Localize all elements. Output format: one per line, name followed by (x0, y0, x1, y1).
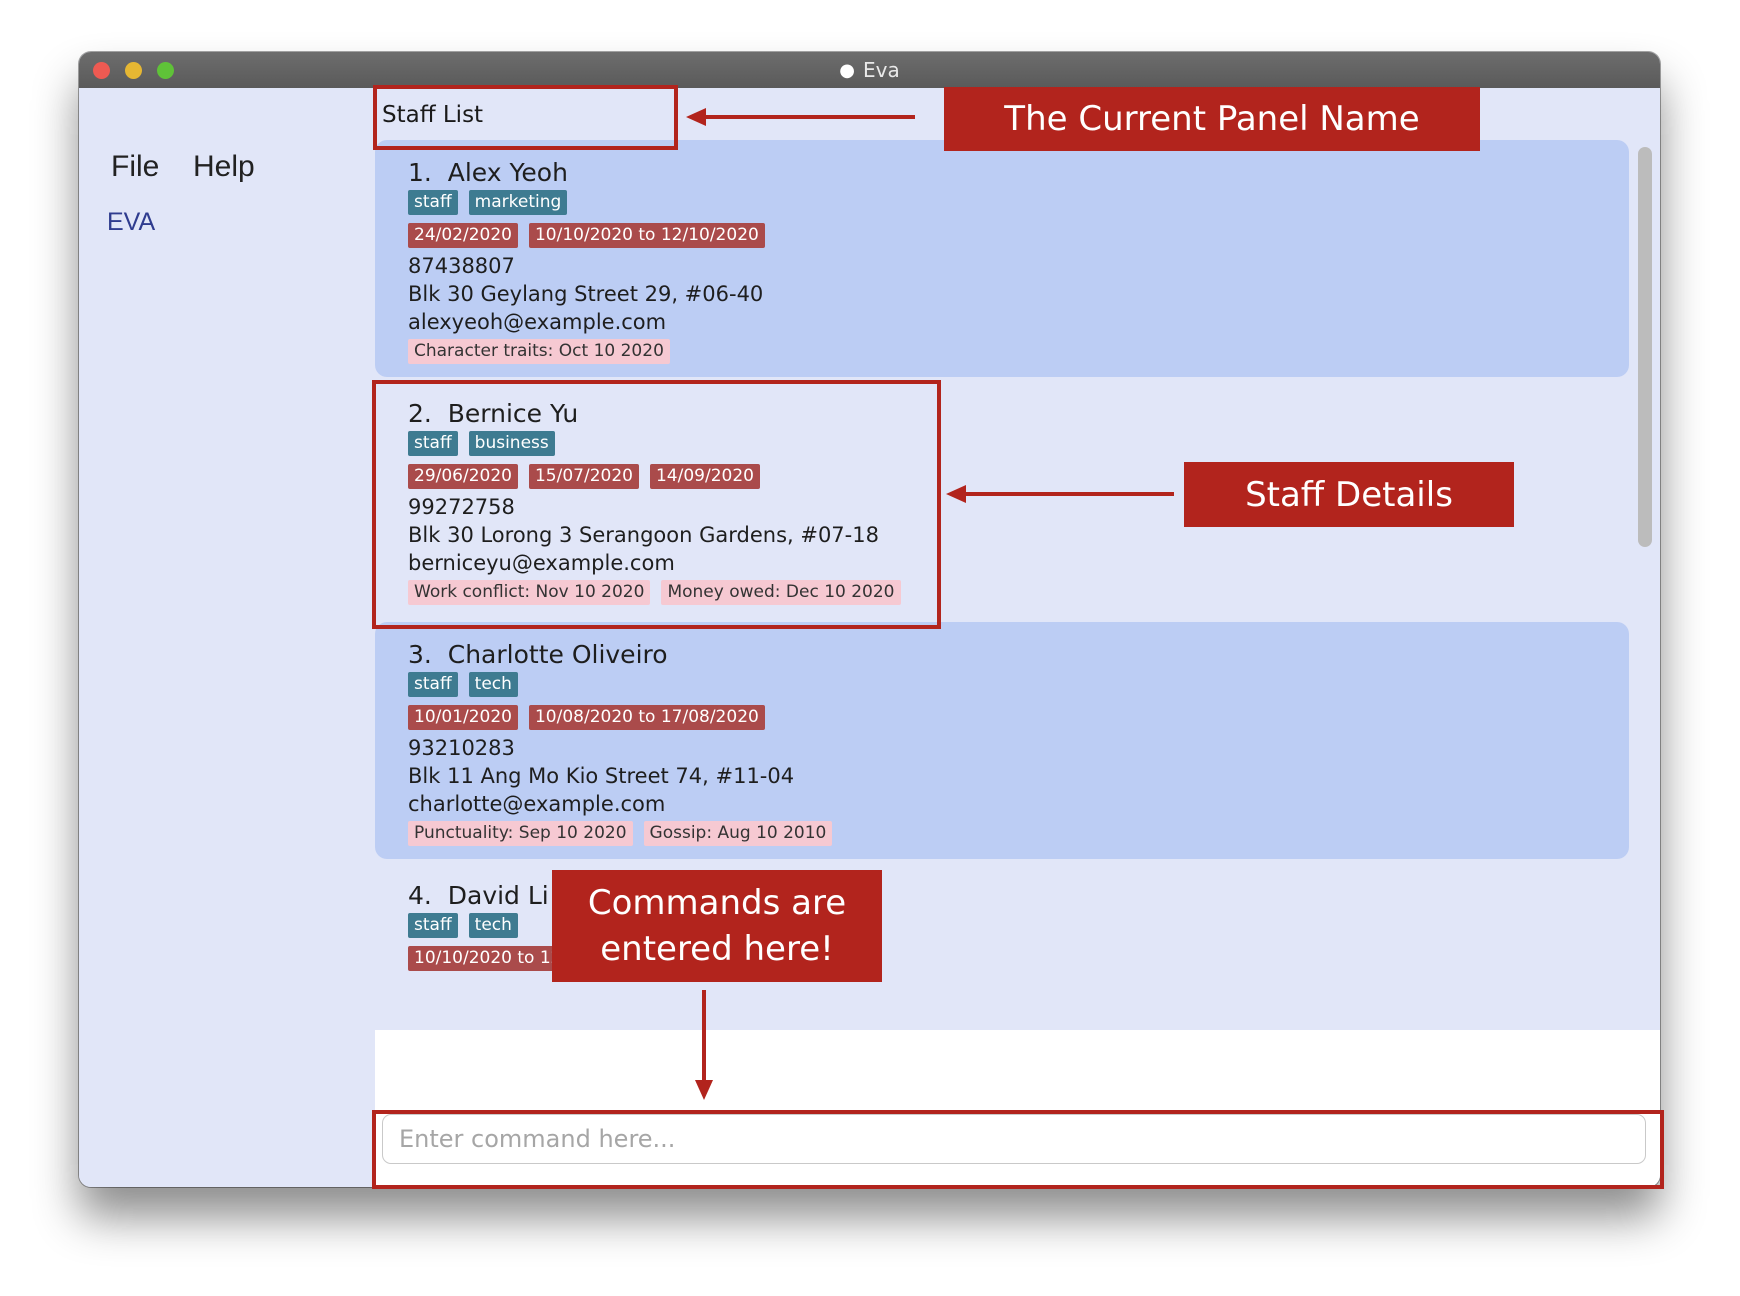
panel-title: Staff List (382, 102, 484, 128)
command-box-highlight (372, 1110, 1664, 1189)
window-title: Eva (862, 58, 900, 82)
staff-tag-row: staff tech (408, 913, 518, 938)
leave-date: 29/06/2020 (408, 464, 518, 489)
commands-callout-line-1: Commands are (587, 883, 847, 923)
sidebar-item-eva[interactable]: EVA (107, 208, 156, 236)
panel-name-callout-text: The Current Panel Name (1004, 99, 1420, 139)
leave-date: 15/07/2020 (528, 464, 639, 489)
staff-tag: tech (468, 672, 518, 697)
staff-card[interactable]: 3. Charlotte Oliveiro staff tech 10/01/2020… (375, 622, 1629, 859)
penguin-icon: ● (839, 59, 855, 81)
staff-tag: staff (408, 913, 458, 938)
leave-date: 10/10/2020 to 12 (408, 946, 568, 971)
staff-comment: Character traits: Oct 10 2020 (408, 339, 670, 364)
staff-name: 4. David Li (408, 881, 549, 910)
staff-tag: marketing (468, 190, 568, 215)
leave-date-row: 24/02/2020 10/10/2020 to 12/10/2020 (408, 223, 765, 248)
staff-email: alexyeoh@example.com (408, 310, 667, 334)
close-window-button[interactable] (93, 62, 110, 79)
list-scrollbar[interactable] (1638, 147, 1652, 547)
staff-phone: 93210283 (408, 736, 515, 760)
staff-tag-row: staff business (408, 431, 555, 456)
staff-comment-row: Punctuality: Sep 10 2020 Gossip: Aug 10 2… (408, 821, 833, 846)
staff-tag-row: staff tech (408, 672, 518, 697)
staff-name: 2. Bernice Yu (408, 399, 579, 428)
panel-name-highlight (373, 85, 678, 150)
staff-comment: Work conflict: Nov 10 2020 (408, 580, 651, 605)
commands-callout-line-2: entered here! (600, 929, 834, 969)
panel-name-callout: The Current Panel Name (944, 87, 1480, 151)
leave-date: 10/01/2020 (408, 705, 518, 730)
leave-date: 24/02/2020 (408, 223, 518, 248)
staff-tag: tech (468, 913, 518, 938)
staff-email: charlotte@example.com (408, 792, 666, 816)
leave-date-row: 10/01/2020 10/08/2020 to 17/08/2020 (408, 705, 765, 730)
minimize-window-button[interactable] (125, 62, 142, 79)
staff-comment-row: Character traits: Oct 10 2020 (408, 339, 670, 364)
staff-tag: staff (408, 672, 458, 697)
title-bar[interactable]: ● Eva (79, 52, 1660, 88)
panel-header (379, 88, 679, 148)
staff-comment-row: Work conflict: Nov 10 2020 Money owed: De… (408, 580, 901, 605)
staff-name: 1. Alex Yeoh (408, 158, 568, 187)
staff-name: 3. Charlotte Oliveiro (408, 640, 668, 669)
staff-card[interactable]: 1. Alex Yeoh staff marketing 24/02/2020 10/1… (375, 140, 1629, 377)
staff-comment: Money owed: Dec 10 2020 (661, 580, 901, 605)
leave-date: 10/08/2020 to 17/08/2020 (528, 705, 765, 730)
staff-details-callout: Staff Details (1184, 462, 1514, 527)
staff-tag: business (468, 431, 555, 456)
staff-phone: 99272758 (408, 495, 515, 519)
staff-tag: staff (408, 431, 458, 456)
leave-date: 14/09/2020 (649, 464, 760, 489)
commands-callout: Commands are entered here! (552, 870, 882, 982)
leave-date: 10/10/2020 to 12/10/2020 (528, 223, 765, 248)
staff-address: Blk 30 Lorong 3 Serangoon Gardens, #07-1… (408, 523, 879, 547)
staff-details-callout-text: Staff Details (1245, 474, 1453, 515)
leave-date-row: 10/10/2020 to 12 (408, 946, 568, 971)
command-input[interactable] (382, 1114, 1646, 1164)
staff-tag-row: staff marketing (408, 190, 568, 215)
maximize-window-button[interactable] (157, 62, 174, 79)
sidebar: File Help EVA (79, 88, 372, 1187)
staff-email: berniceyu@example.com (408, 551, 675, 575)
staff-tag: staff (408, 190, 458, 215)
leave-date-row: 29/06/2020 15/07/2020 14/09/2020 (408, 464, 760, 489)
staff-address: Blk 11 Ang Mo Kio Street 74, #11-04 (408, 764, 795, 788)
staff-phone: 87438807 (408, 254, 515, 278)
menu-file[interactable]: File (111, 150, 160, 183)
staff-details-highlight (372, 380, 941, 629)
menu-help[interactable]: Help (193, 150, 255, 183)
staff-comment: Punctuality: Sep 10 2020 (408, 821, 633, 846)
staff-comment: Gossip: Aug 10 2010 (643, 821, 833, 846)
staff-address: Blk 30 Geylang Street 29, #06-40 (408, 282, 764, 306)
